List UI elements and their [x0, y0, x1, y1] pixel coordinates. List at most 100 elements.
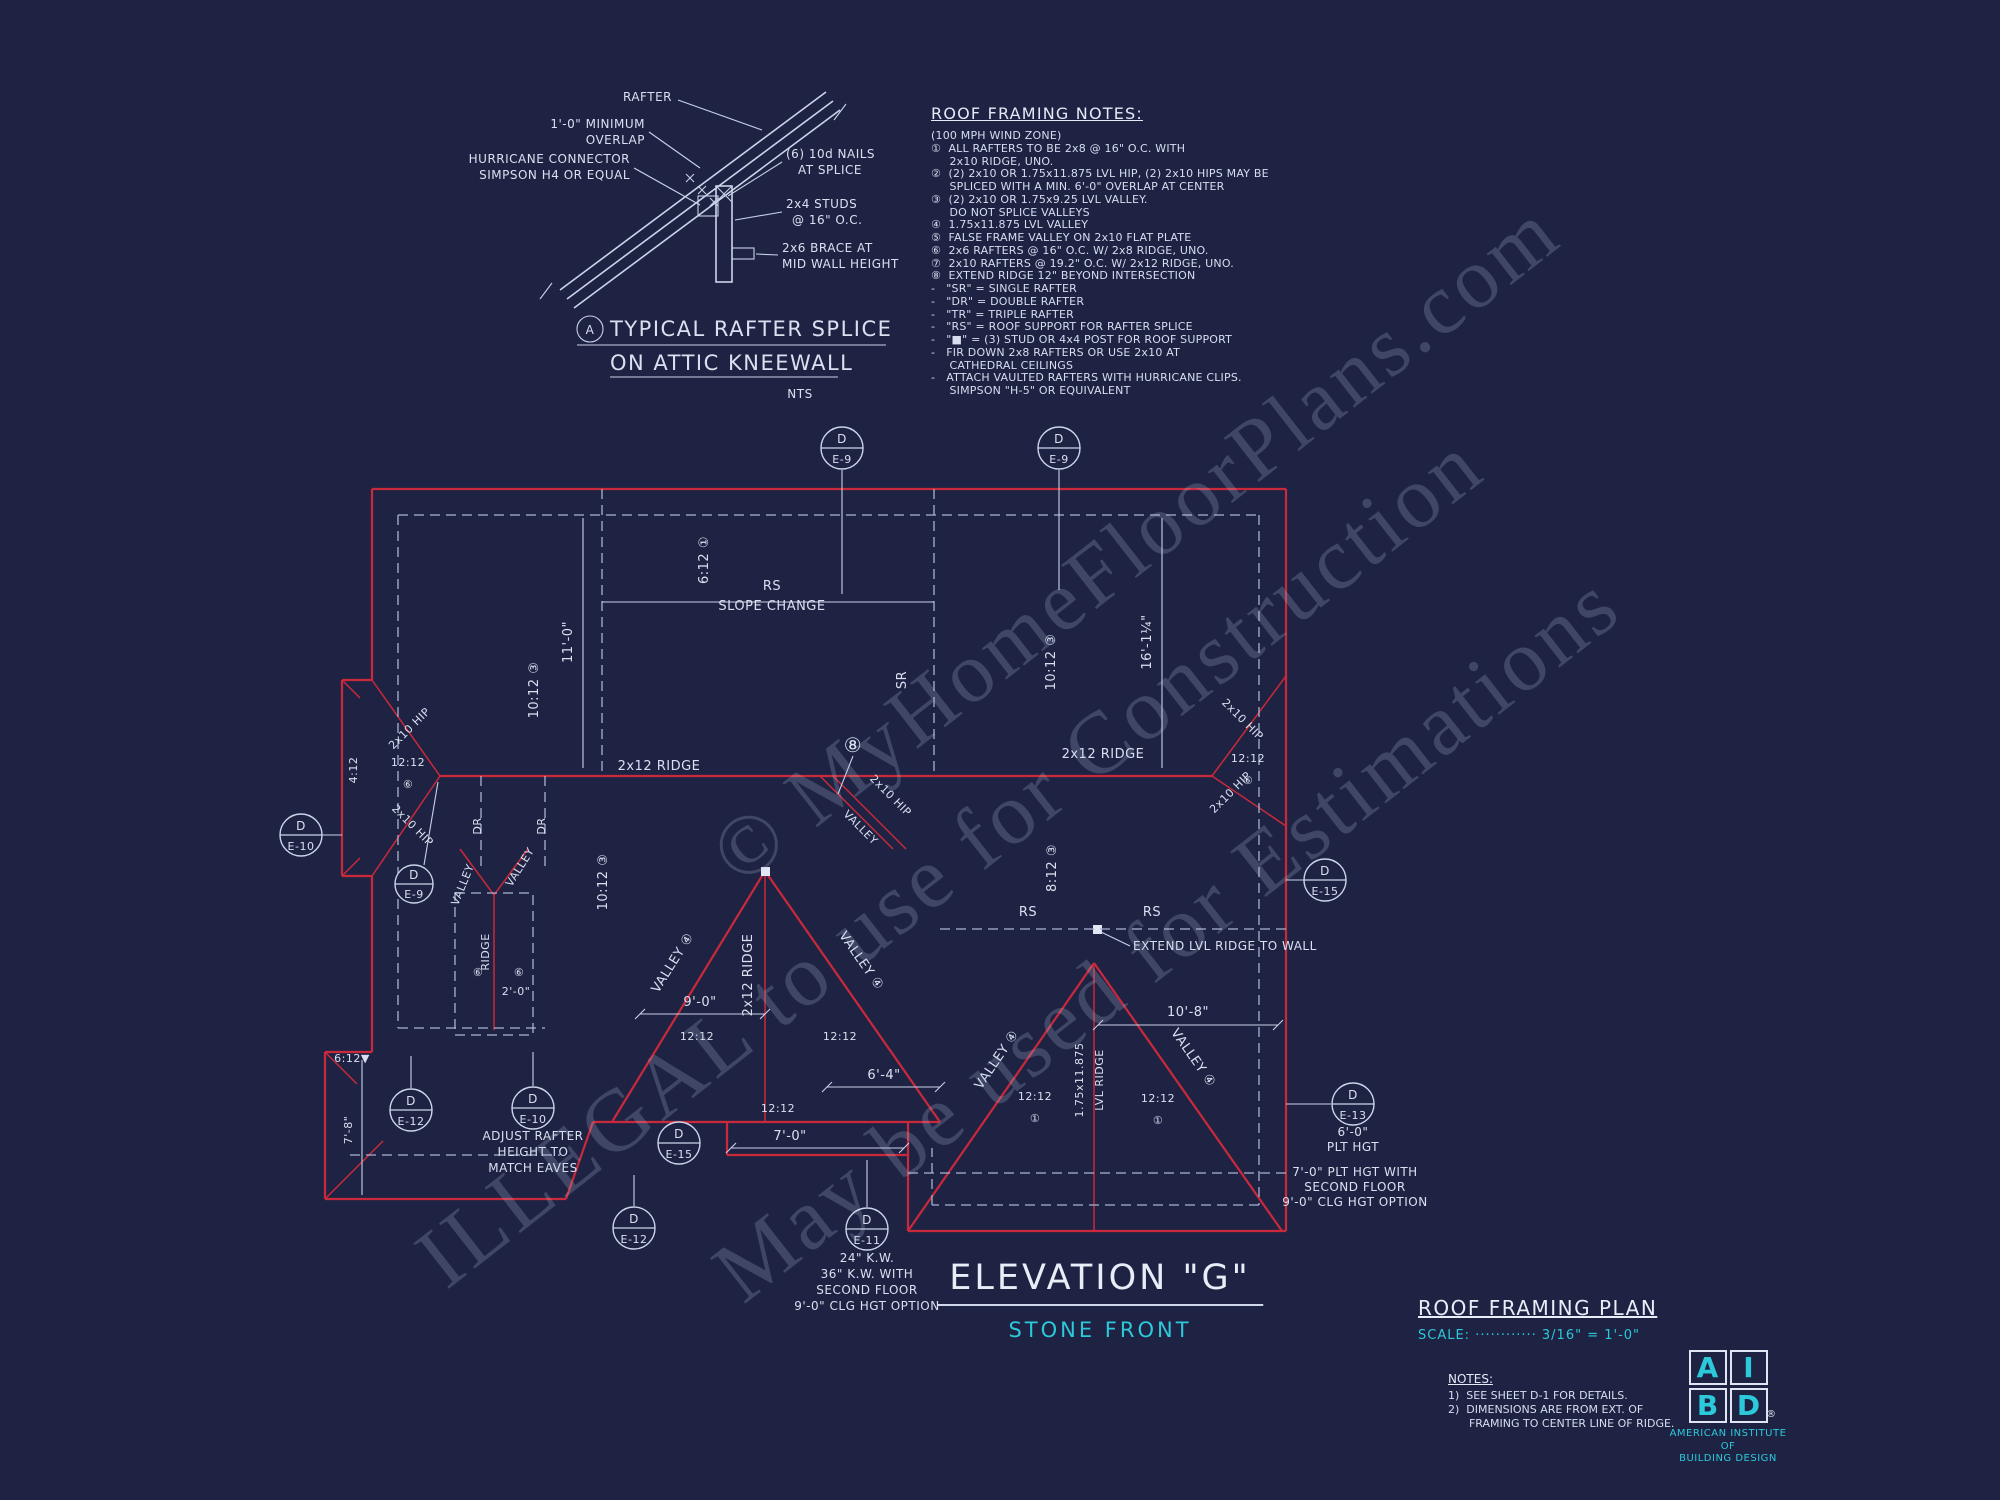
hip-2x10-label: 2x10 HIP: [386, 705, 433, 752]
elevation-title: ELEVATION "G": [937, 1258, 1263, 1306]
bubble-d-e10-adjust: D E-10: [511, 1086, 555, 1130]
bubble-d-e13-right: D E-13: [1331, 1082, 1375, 1126]
rs-label: RS: [1019, 905, 1037, 920]
dim-2-0: 2'-0": [502, 985, 531, 998]
pitch-12-12-label: 12:12: [1141, 1092, 1175, 1105]
plate-height-7-1: 7'-0" PLT HGT WITH: [1292, 1165, 1417, 1179]
brace-label-2: MID WALL HEIGHT: [782, 257, 899, 271]
ridge-2x12-label: 2x12 RIDGE: [1062, 747, 1145, 762]
ridge-2x12-label: 2x12 RIDGE: [618, 759, 701, 774]
detail-title-1: TYPICAL RAFTER SPLICE: [609, 317, 892, 341]
pitch-12-12-label: 12:12: [761, 1102, 795, 1115]
sheet-notes-title: NOTES:: [1448, 1372, 1493, 1386]
bubble-d-e9-top-right: D E-9: [1037, 426, 1081, 470]
bubble-sheet: E-9: [1049, 453, 1068, 466]
bubble-letter: D: [862, 1213, 872, 1227]
pitch-8-12-label: 8:12 ③: [1045, 844, 1060, 892]
circled-6: ⑥: [403, 778, 413, 791]
hurricane-label-2: SIMPSON H4 OR EQUAL: [479, 168, 630, 182]
bubble-sheet: E-15: [1312, 885, 1339, 898]
plate-height-6-1: 6'-0": [1338, 1125, 1369, 1139]
pitch-12-12-label: 12:12: [391, 756, 425, 769]
bubble-sheet: E-9: [404, 888, 423, 901]
pitch-12-12-label: 12:12: [1231, 752, 1265, 765]
overlap-label-1: 1'-0" MINIMUM: [550, 117, 645, 131]
pitch-12-12-label: 12:12: [1018, 1090, 1052, 1103]
hip-2x10-label: 2x10 HIP: [389, 802, 436, 849]
circled-1: ①: [1153, 1114, 1163, 1127]
kneewall-note-1: 24" K.W.: [840, 1251, 895, 1265]
rafter-splice-detail-lines: [539, 91, 886, 378]
bubble-letter: D: [629, 1212, 639, 1226]
registered-mark: ®: [1766, 1408, 1776, 1420]
plan-scale: SCALE: ············ 3/16" = 1'-0": [1418, 1328, 1641, 1343]
valley-4-label: VALLEY ④: [972, 1028, 1022, 1092]
studs-label-2: @ 16" O.C.: [792, 213, 862, 227]
circled-8: ⑧: [844, 733, 862, 757]
bubble-sheet: E-15: [666, 1148, 693, 1161]
dim-10-8: 10'-8": [1167, 1005, 1209, 1020]
pitch-6-12-down-label: 6:12▼: [334, 1052, 370, 1065]
bubble-sheet: E-13: [1340, 1109, 1367, 1122]
circled-6: ⑥: [514, 966, 524, 979]
aibd-letter-d: D: [1729, 1388, 1768, 1423]
bubble-letter: D: [406, 1094, 416, 1108]
circled-6: ⑥: [1243, 774, 1253, 787]
valley-label: VALLEY: [449, 862, 477, 907]
bubble-letter: D: [409, 868, 419, 882]
aibd-org-line-2: OF: [1720, 1440, 1736, 1452]
adjust-rafter-note-2: HEIGHT TO: [498, 1145, 569, 1159]
bubble-sheet: E-12: [621, 1233, 648, 1246]
sheet-notes-body: 1) SEE SHEET D-1 FOR DETAILS. 2) DIMENSI…: [1448, 1389, 1675, 1430]
pitch-4-12-label: 4:12: [347, 757, 360, 784]
bubble-d-e9-left-inner: D E-9: [394, 864, 434, 904]
extend-ridge-note: EXTEND LVL RIDGE TO WALL: [1133, 939, 1317, 953]
elevation-subtitle: STONE FRONT: [1008, 1318, 1192, 1342]
roof-framing-notes: ROOF FRAMING NOTES: (100 MPH WIND ZONE) …: [931, 104, 1271, 398]
bubble-d-e9-top-left: D E-9: [820, 426, 864, 470]
roof-framing-notes-title: ROOF FRAMING NOTES:: [931, 104, 1143, 123]
bubble-sheet: E-9: [832, 453, 851, 466]
rs-label: RS: [1143, 905, 1161, 920]
dim-7-0: 7'-0": [773, 1129, 806, 1144]
ridge-word-label: RIDGE: [479, 933, 492, 970]
aibd-letter-b: B: [1688, 1388, 1727, 1423]
dim-11-0: 11'-0": [561, 621, 576, 663]
ridge-2x12-label: 2x12 RIDGE: [741, 934, 756, 1017]
aibd-org-line-1: AMERICAN INSTITUTE: [1669, 1428, 1787, 1439]
bubble-d-e12-bottom: D E-12: [612, 1206, 656, 1250]
pitch-12-12-label: 12:12: [680, 1030, 714, 1043]
pitch-10-12-label: 10:12 ③: [1044, 634, 1059, 691]
aibd-org-line-3: BUILDING DESIGN: [1679, 1453, 1777, 1464]
dim-6-4: 6'-4": [867, 1068, 900, 1083]
lvl-ridge-label-1: 1.75x11.875: [1073, 1043, 1086, 1118]
aibd-logo: A I B D ® AMERICAN INSTITUTE OF BUILDING…: [1668, 1350, 1788, 1466]
dr-label: DR: [471, 817, 484, 834]
circled-6: ⑥: [473, 966, 483, 979]
roof-plan-red-lines: [323, 487, 1288, 1233]
bubble-d-e15-center: D E-15: [657, 1121, 701, 1165]
bubble-letter: D: [837, 432, 847, 446]
dim-7-8: 7'-8": [342, 1116, 355, 1145]
sr-label: SR: [895, 671, 910, 689]
bubble-d-e12-bottom-left: D E-12: [389, 1088, 433, 1132]
aibd-logo-grid: A I B D: [1668, 1350, 1788, 1423]
aibd-letter-a: A: [1688, 1350, 1727, 1385]
bubble-letter: D: [296, 819, 306, 833]
overlap-label-2: OVERLAP: [586, 133, 645, 147]
bubble-sheet: E-12: [398, 1115, 425, 1128]
bubble-sheet: E-10: [288, 840, 315, 853]
bubble-letter: D: [1320, 864, 1330, 878]
detail-title-2: ON ATTIC KNEEWALL: [610, 351, 853, 375]
detail-scale-nts: NTS: [787, 387, 812, 401]
slope-change-label: SLOPE CHANGE: [718, 599, 825, 614]
plate-height-7-3: 9'-0" CLG HGT OPTION: [1282, 1195, 1427, 1209]
adjust-rafter-note-1: ADJUST RAFTER: [482, 1129, 583, 1143]
hurricane-label-1: HURRICANE CONNECTOR: [469, 152, 630, 166]
plan-title: ROOF FRAMING PLAN: [1418, 1296, 1658, 1320]
valley-4-label: VALLEY ④: [649, 931, 697, 996]
roof-plan-labels: 6:12 ① RS SLOPE CHANGE 11'-0" 10:12 ③ SR…: [334, 536, 1427, 1313]
pitch-10-12-label: 10:12 ③: [596, 854, 611, 911]
kneewall-note-2: 36" K.W. WITH: [821, 1267, 914, 1281]
